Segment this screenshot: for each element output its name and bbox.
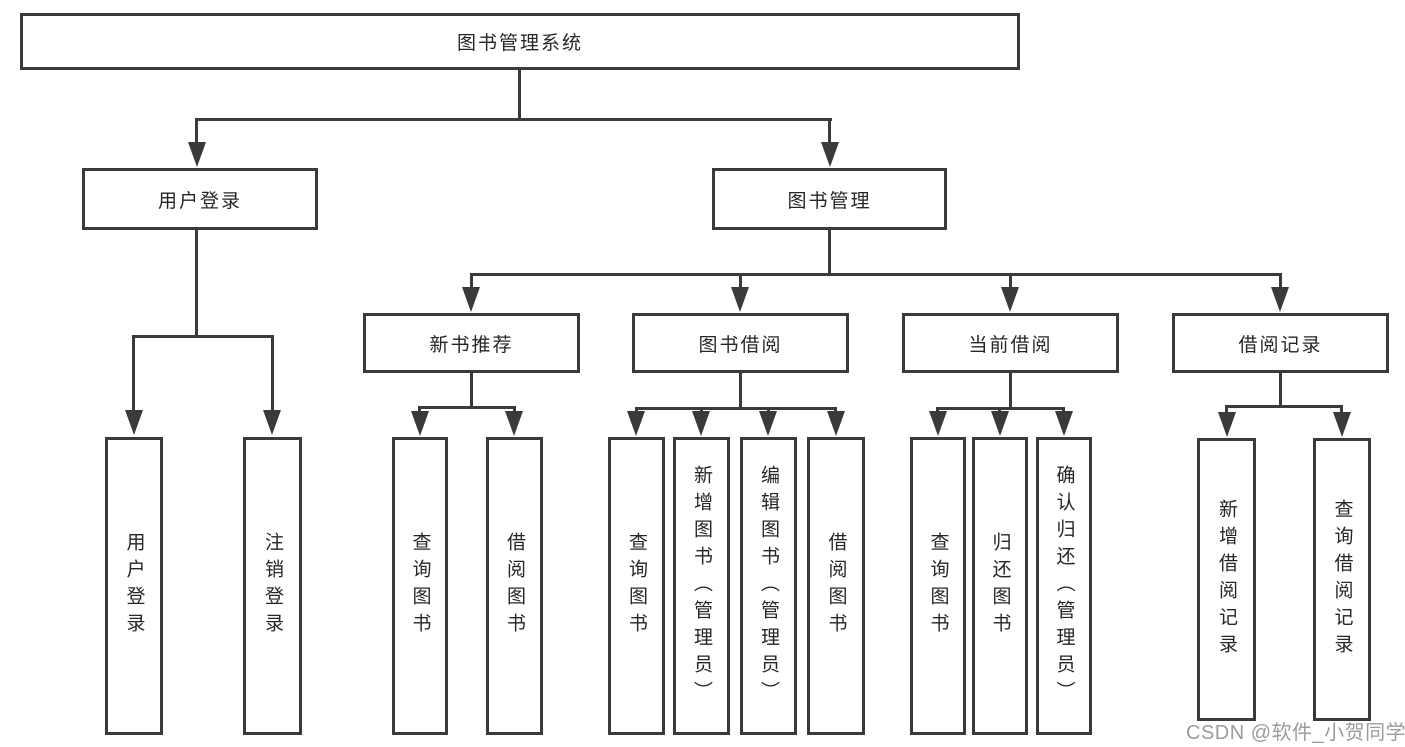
arrow-down-icon <box>821 142 839 167</box>
connector-line <box>470 273 1282 276</box>
connector-line <box>271 335 274 411</box>
arrow-down-icon <box>1218 412 1236 437</box>
leaf-borrow-books: 借阅图书 <box>807 437 865 735</box>
arrow-down-icon <box>411 411 429 436</box>
connector-line <box>1279 373 1282 405</box>
connector-line <box>828 118 831 144</box>
node-library-system: 图书管理系统 <box>20 13 1020 70</box>
connector-line <box>1009 273 1012 289</box>
arrow-down-icon <box>731 287 749 312</box>
leaf-logout: 注销登录 <box>243 437 302 735</box>
leaf-add-borrow-record: 新增借阅记录 <box>1197 438 1256 721</box>
connector-line <box>132 335 273 338</box>
connector-line <box>518 70 521 118</box>
connector-line <box>700 407 703 412</box>
arrow-down-icon <box>188 142 206 167</box>
leaf-confirm-return-admin: 确认归还（管理员） <box>1036 437 1092 735</box>
connector-line <box>418 406 421 412</box>
arrow-down-icon <box>1333 412 1351 437</box>
arrow-down-icon <box>692 411 710 436</box>
connector-line <box>1225 405 1343 408</box>
node-user-login: 用户登录 <box>82 168 318 230</box>
connector-line <box>635 407 837 410</box>
arrow-down-icon <box>1055 411 1073 436</box>
connector-line <box>513 406 516 412</box>
arrow-down-icon <box>125 410 143 435</box>
node-book-borrowing: 图书借阅 <box>632 313 849 373</box>
leaf-query-books-borrowing: 查询图书 <box>608 437 665 735</box>
connector-line <box>470 373 473 406</box>
connector-line <box>195 230 198 335</box>
arrow-down-icon <box>505 411 523 436</box>
leaf-borrow-books-recommend: 借阅图书 <box>486 437 543 735</box>
connector-line <box>418 406 516 409</box>
arrow-down-icon <box>627 411 645 436</box>
connector-line <box>739 273 742 289</box>
arrow-down-icon <box>1001 287 1019 312</box>
leaf-user-login: 用户登录 <box>105 437 163 735</box>
connector-line <box>1279 273 1282 289</box>
connector-line <box>936 407 939 412</box>
leaf-query-books-current: 查询图书 <box>910 437 966 735</box>
node-borrow-records: 借阅记录 <box>1172 313 1389 373</box>
connector-line <box>470 273 473 289</box>
connector-line <box>834 407 837 412</box>
connector-line <box>767 407 770 412</box>
connector-line <box>196 118 832 121</box>
connector-line <box>635 407 638 412</box>
connector-line <box>1009 373 1012 407</box>
arrow-down-icon <box>759 411 777 436</box>
arrow-down-icon <box>462 287 480 312</box>
connector-line <box>195 118 198 144</box>
connector-line <box>1062 407 1065 412</box>
leaf-query-books-recommend: 查询图书 <box>392 437 448 735</box>
csdn-watermark: CSDN @软件_小贺同学 <box>1186 722 1405 744</box>
connector-line <box>1340 405 1343 412</box>
connector-line <box>828 230 831 273</box>
arrow-down-icon <box>827 411 845 436</box>
arrow-down-icon <box>991 411 1009 436</box>
node-current-borrowing: 当前借阅 <box>902 313 1119 373</box>
connector-line <box>739 373 742 407</box>
node-book-management: 图书管理 <box>712 168 947 230</box>
connector-line <box>1225 405 1228 412</box>
connector-line <box>998 407 1001 412</box>
arrow-down-icon <box>929 411 947 436</box>
leaf-add-books-admin: 新增图书（管理员） <box>673 437 730 735</box>
connector-line <box>132 335 135 411</box>
arrow-down-icon <box>263 410 281 435</box>
leaf-edit-books-admin: 编辑图书（管理员） <box>740 437 797 735</box>
node-new-book-recommend: 新书推荐 <box>363 313 580 373</box>
leaf-return-books: 归还图书 <box>972 437 1028 735</box>
leaf-query-borrow-record: 查询借阅记录 <box>1313 438 1371 721</box>
arrow-down-icon <box>1271 287 1289 312</box>
